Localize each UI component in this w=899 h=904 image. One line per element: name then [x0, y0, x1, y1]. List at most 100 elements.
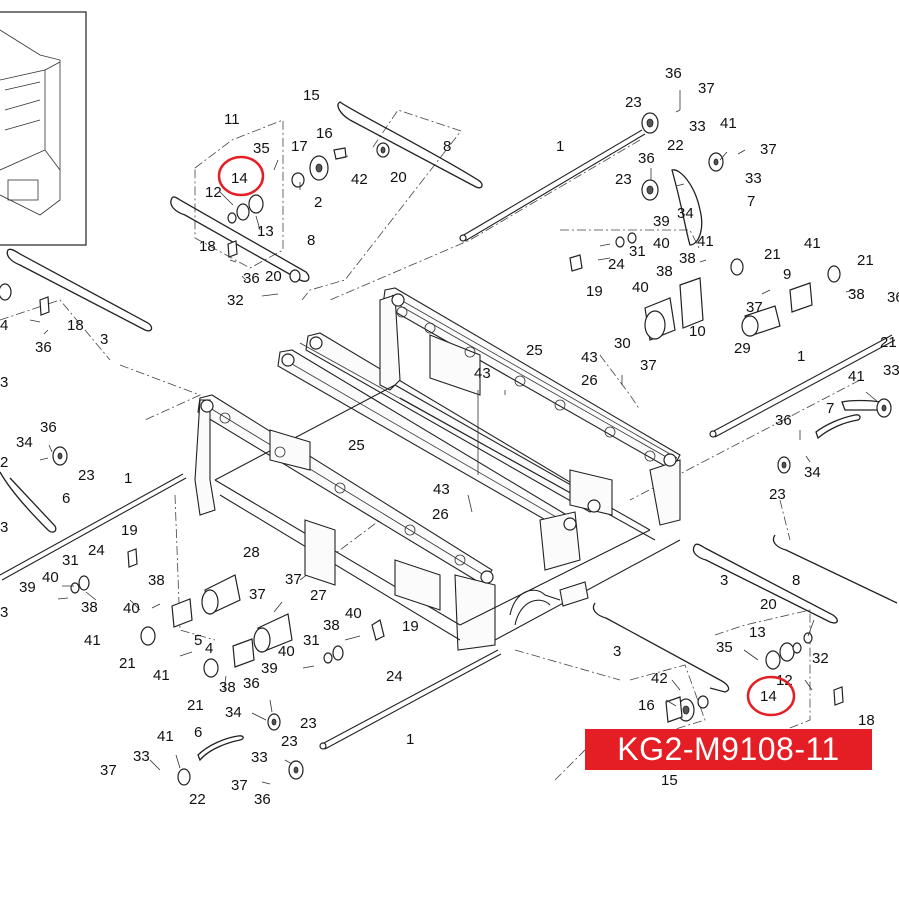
callout-32: 32: [812, 650, 829, 667]
highlight-circle-bottom: [746, 675, 796, 717]
callout-33: 33: [689, 118, 706, 135]
callout-6: 6: [194, 724, 202, 741]
shafts: [0, 129, 896, 750]
callout-36: 36: [665, 65, 682, 82]
callout-30: 30: [614, 335, 631, 352]
callout-6: 6: [62, 490, 70, 507]
callout-24: 24: [608, 256, 625, 273]
callout-4: 4: [205, 640, 213, 657]
callout-41: 41: [720, 115, 737, 132]
callout-36: 36: [243, 270, 260, 287]
callout-36: 36: [243, 675, 260, 692]
callout-41: 41: [804, 235, 821, 252]
callout-14-highlight: 14: [760, 688, 777, 705]
callout-3: 3: [0, 374, 8, 391]
callout-31: 31: [303, 632, 320, 649]
callout-19: 19: [402, 618, 419, 635]
callout-27: 27: [310, 587, 327, 604]
callout-40: 40: [42, 569, 59, 586]
callout-11: 11: [224, 111, 240, 128]
callout-37: 37: [100, 762, 117, 779]
callout-34: 34: [16, 434, 33, 451]
callout-26: 26: [581, 372, 598, 389]
callout-33: 33: [251, 749, 268, 766]
callout-37: 37: [746, 299, 763, 316]
callout-2: 2: [314, 194, 322, 211]
callout-31: 31: [629, 243, 646, 260]
callout-37: 37: [231, 777, 248, 794]
callout-21: 21: [187, 697, 204, 714]
callout-33: 33: [133, 748, 150, 765]
callout-39: 39: [653, 213, 670, 230]
callout-43: 43: [474, 365, 491, 382]
callout-24: 24: [88, 542, 105, 559]
callout-40: 40: [123, 600, 140, 617]
callout-20: 20: [760, 596, 777, 613]
callout-1: 1: [406, 731, 414, 748]
callout-29: 29: [734, 340, 751, 357]
callout-31: 31: [62, 552, 79, 569]
motors: [171, 277, 813, 668]
callout-14-highlight: 14: [231, 170, 248, 187]
callout-26: 26: [432, 506, 449, 523]
callout-36: 36: [40, 419, 57, 436]
callout-3: 3: [720, 572, 728, 589]
callout-38: 38: [323, 617, 340, 634]
callout-5: 5: [194, 632, 202, 649]
callout-21: 21: [880, 334, 897, 351]
callout-21: 21: [857, 252, 874, 269]
callout-22: 22: [189, 791, 206, 808]
callout-37: 37: [698, 80, 715, 97]
callout-23: 23: [769, 486, 786, 503]
callout-32: 32: [227, 292, 244, 309]
callout-40: 40: [278, 643, 295, 660]
callout-39: 39: [19, 579, 36, 596]
callout-34: 34: [804, 464, 821, 481]
callout-34: 34: [225, 704, 242, 721]
callout-23: 23: [281, 733, 298, 750]
callout-19: 19: [121, 522, 138, 539]
highlight-circle-top: [217, 155, 265, 197]
callout-13: 13: [257, 223, 274, 240]
callout-38: 38: [219, 679, 236, 696]
callout-2: 2: [0, 454, 8, 471]
callout-40: 40: [345, 605, 362, 622]
callout-18: 18: [858, 712, 875, 729]
callout-36: 36: [887, 289, 899, 306]
main-frame-assembly: [194, 287, 681, 651]
callout-34: 34: [677, 205, 694, 222]
highlight-circles: [217, 155, 796, 717]
callout-41: 41: [153, 667, 170, 684]
belts: [0, 101, 898, 762]
callout-36: 36: [638, 150, 655, 167]
callout-41: 41: [848, 368, 865, 385]
callout-18: 18: [199, 238, 216, 255]
callout-41: 41: [84, 632, 101, 649]
callout-40: 40: [653, 235, 670, 252]
callout-42: 42: [351, 171, 368, 188]
callout-36: 36: [35, 339, 52, 356]
callout-28: 28: [243, 544, 260, 561]
envelope-lines: [0, 109, 861, 781]
callout-18: 18: [67, 317, 84, 334]
callout-3: 3: [0, 519, 8, 536]
callout-20: 20: [390, 169, 407, 186]
callout-36: 36: [775, 412, 792, 429]
callout-1: 1: [124, 470, 132, 487]
leader-lines: [29, 90, 879, 785]
callout-10: 10: [689, 323, 706, 340]
callout-9: 9: [783, 266, 791, 283]
callout-24: 24: [386, 668, 403, 685]
callout-16: 16: [638, 697, 655, 714]
callout-38: 38: [656, 263, 673, 280]
callout-38: 38: [848, 286, 865, 303]
callout-3: 3: [613, 643, 621, 660]
callout-22: 22: [667, 137, 684, 154]
callout-21: 21: [119, 655, 136, 672]
callout-36: 36: [254, 791, 271, 808]
callout-8: 8: [443, 138, 451, 155]
callout-33: 33: [883, 362, 899, 379]
callout-42: 42: [651, 670, 668, 687]
callout-8: 8: [307, 232, 315, 249]
